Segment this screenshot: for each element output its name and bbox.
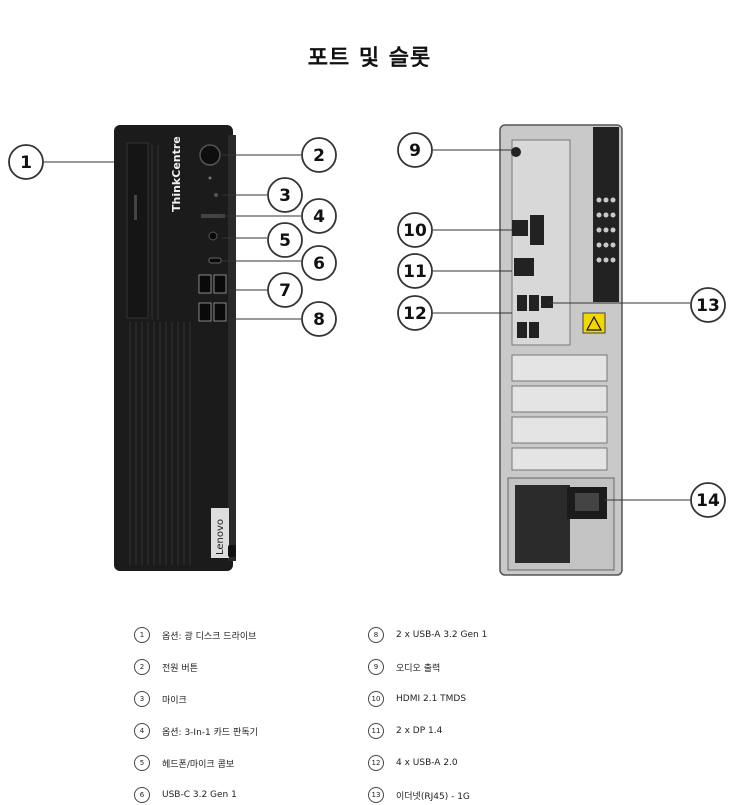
legend-item: 10 HDMI 2.1 TMDS	[368, 689, 466, 709]
callout-1-label: 1	[20, 153, 32, 173]
callout-13	[690, 287, 726, 323]
legend-item: 4 옵션: 3-In-1 카드 판독기	[134, 721, 258, 741]
callout-7	[267, 272, 303, 308]
callout-5	[267, 222, 303, 258]
callout-11-label: 11	[403, 262, 427, 282]
legend-text: 옵션: 광 디스크 드라이브	[162, 631, 257, 642]
page-title: 포트 및 슬롯	[307, 46, 432, 71]
legend-item: 3 마이크	[134, 689, 187, 709]
callout-4	[301, 198, 337, 234]
legend-text: 4 x USB-A 2.0	[396, 758, 458, 768]
rear-tower-illustration	[499, 124, 623, 576]
callout-12	[397, 295, 433, 331]
legend-number: 5	[134, 755, 150, 771]
legend-item: 2 전원 버튼	[134, 657, 198, 677]
legend-number: 2	[134, 659, 150, 675]
callout-11	[397, 253, 433, 289]
legend-item: 6 USB-C 3.2 Gen 1	[134, 785, 237, 805]
ports-diagram: ThinkCentre Lenovo	[8, 124, 726, 576]
callout-3-label: 3	[279, 186, 291, 206]
legend-text: 오디오 출력	[396, 663, 441, 674]
legend-text: 헤드폰/마이크 콤보	[162, 759, 235, 770]
legend-text: USB-C 3.2 Gen 1	[162, 790, 237, 800]
callout-10	[397, 212, 433, 248]
legend-item: 1 옵션: 광 디스크 드라이브	[134, 625, 256, 645]
brand-thinkcentre: ThinkCentre	[170, 136, 183, 212]
callout-8	[301, 301, 337, 337]
callout-12-label: 12	[403, 304, 427, 324]
legend-number: 1	[134, 627, 150, 643]
callout-10-label: 10	[403, 221, 427, 241]
legend-text: 2 x USB-A 3.2 Gen 1	[396, 630, 488, 640]
legend-item: 9 오디오 출력	[368, 657, 440, 677]
callout-6-label: 6	[313, 254, 325, 274]
legend-item: 8 2 x USB-A 3.2 Gen 1	[368, 625, 487, 645]
callout-13-label: 13	[696, 296, 720, 316]
legend-text: 이더넷(RJ45) - 1G	[396, 791, 470, 802]
front-tower-illustration	[114, 125, 236, 571]
callout-6	[301, 245, 337, 281]
legend-number: 11	[368, 723, 384, 739]
brand-lenovo: Lenovo	[215, 519, 226, 555]
legend-number: 4	[134, 723, 150, 739]
legend-text: HDMI 2.1 TMDS	[396, 694, 467, 704]
callout-1	[8, 144, 44, 180]
callout-2-label: 2	[313, 146, 325, 166]
legend-item: 13 이더넷(RJ45) - 1G	[368, 785, 470, 805]
legend-number: 13	[368, 787, 384, 803]
callout-4-label: 4	[313, 207, 325, 227]
callout-3	[267, 177, 303, 213]
legend-number: 12	[368, 755, 384, 771]
legend-item: 11 2 x DP 1.4	[368, 721, 442, 741]
callout-9	[397, 132, 433, 168]
callout-7-label: 7	[279, 281, 291, 301]
callout-9-label: 9	[409, 141, 421, 161]
legend-number: 6	[134, 787, 150, 803]
legend-number: 9	[368, 659, 384, 675]
callout-8-label: 8	[313, 310, 325, 330]
legend-text: 2 x DP 1.4	[396, 726, 443, 736]
legend-number: 3	[134, 691, 150, 707]
legend-item: 5 헤드폰/마이크 콤보	[134, 753, 234, 773]
legend-item: 12 4 x USB-A 2.0	[368, 753, 458, 773]
callout-14-label: 14	[696, 491, 720, 511]
legend-number: 8	[368, 627, 384, 643]
legend-text: 마이크	[162, 695, 187, 706]
callout-5-label: 5	[279, 231, 291, 251]
legend-number: 10	[368, 691, 384, 707]
callout-2	[301, 137, 337, 173]
legend-text: 옵션: 3-In-1 카드 판독기	[162, 727, 258, 738]
legend-text: 전원 버튼	[162, 663, 198, 674]
callout-14	[690, 482, 726, 518]
